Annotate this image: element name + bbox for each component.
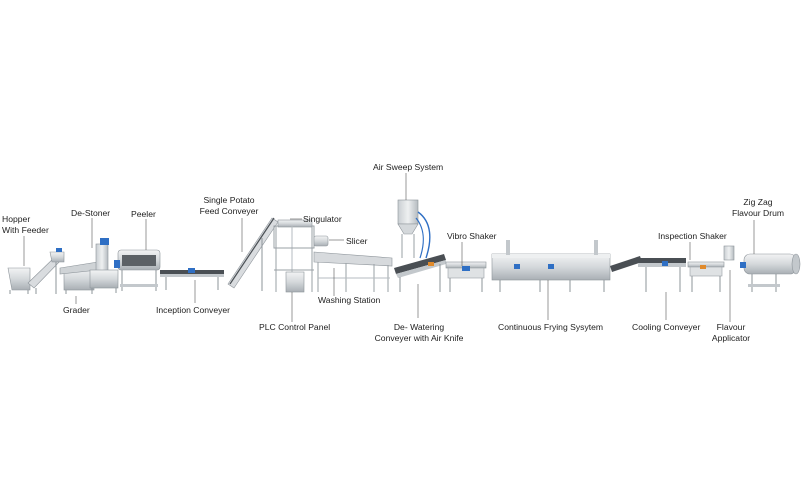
label-single-potato-line1: Single Potato: [203, 195, 255, 205]
label-plc-control-panel: PLC Control Panel: [259, 322, 331, 332]
label-grader: Grader: [63, 305, 90, 315]
inspection-shaker-flavour-applicator: [687, 245, 735, 292]
de-watering-conveyer: [394, 254, 446, 292]
label-washing-station: Washing Station: [318, 295, 381, 305]
label-de-watering-line1: De- Watering: [393, 322, 445, 332]
label-de-stoner: De-Stoner: [71, 208, 111, 218]
cooling-conveyer: [610, 256, 686, 292]
label-zig-zag-flavour-drum: Zig Zag Flavour Drum: [728, 197, 788, 218]
continuous-frying-system: [491, 240, 611, 292]
label-zig-zag-line2: Flavour Drum: [731, 207, 785, 218]
peeler: [114, 249, 161, 291]
inception-conveyer: [160, 268, 224, 290]
hopper-with-feeder: [7, 248, 65, 294]
label-zig-zag-line1: Zig Zag: [743, 197, 773, 207]
label-de-watering-line2: Conveyer with Air Knife: [374, 332, 464, 343]
de-stoner: [89, 238, 119, 293]
zig-zag-flavour-drum: [740, 253, 801, 292]
label-inspection-shaker: Inspection Shaker: [658, 231, 727, 241]
label-peeler: Peeler: [131, 209, 156, 219]
label-single-potato-line2: Feed Conveyer: [199, 205, 259, 216]
label-hopper-line1: Hopper: [2, 214, 31, 224]
label-single-potato-feed-conveyer: Single Potato Feed Conveyer: [196, 195, 262, 216]
air-sweep-system: [397, 199, 431, 259]
label-air-sweep-system: Air Sweep System: [373, 162, 444, 172]
leader-lines: [23, 173, 755, 322]
label-singulator: Singulator: [303, 214, 342, 224]
vibro-shaker: [445, 261, 487, 292]
label-slicer: Slicer: [346, 236, 368, 246]
label-flavour-applicator-line1: Flavour: [716, 322, 746, 332]
label-inception-conveyer: Inception Conveyer: [156, 305, 231, 315]
label-hopper-with-feeder: Hopper With Feeder: [2, 214, 49, 235]
label-flavour-applicator: Flavour Applicator: [706, 322, 756, 343]
label-flavour-applicator-line2: Applicator: [711, 332, 751, 343]
label-vibro-shaker: Vibro Shaker: [447, 231, 497, 241]
label-hopper-line2: With Feeder: [2, 224, 49, 235]
label-de-watering-conveyer: De- Watering Conveyer with Air Knife: [366, 322, 472, 343]
singulator-slicer-washing-station: [273, 219, 393, 293]
label-continuous-frying-system: Continuous Frying Sysytem: [498, 322, 604, 332]
single-potato-feed-conveyer: [227, 217, 279, 291]
label-cooling-conveyer: Cooling Conveyer: [632, 322, 701, 332]
